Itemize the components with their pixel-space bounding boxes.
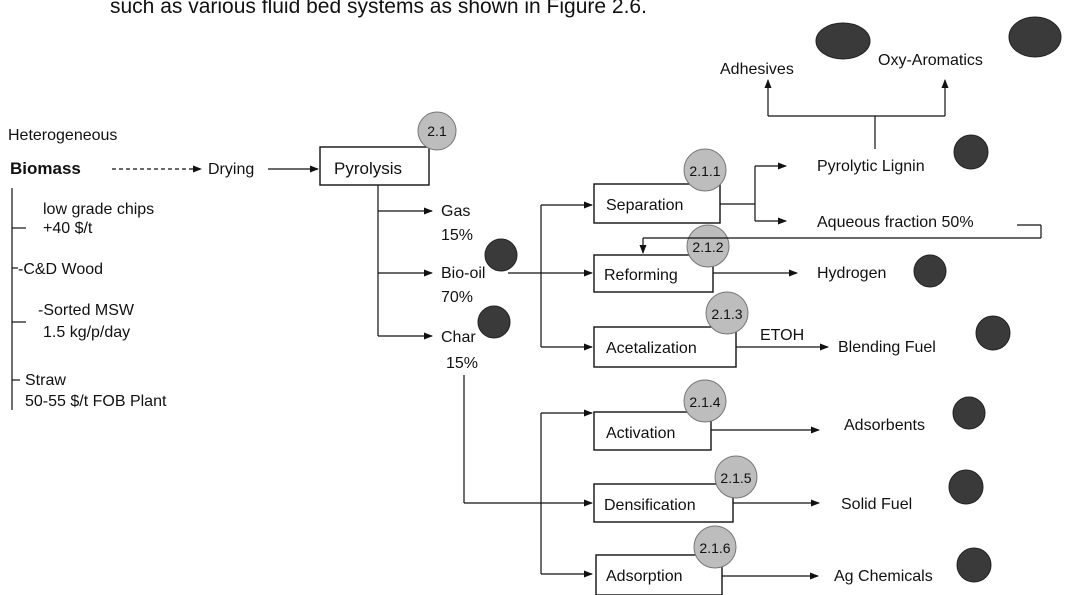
densification-label: Densification bbox=[604, 497, 696, 514]
badge-lignin-icon bbox=[953, 134, 989, 170]
product-ag-chemicals: Ag Chemicals bbox=[834, 568, 933, 585]
product-biooil-pct: 70% bbox=[441, 289, 473, 306]
activation-box bbox=[593, 411, 712, 451]
separation-label: Separation bbox=[606, 197, 683, 214]
product-oxy-aromatics: Oxy-Aromatics bbox=[878, 52, 983, 69]
feedstock-item: low grade chips bbox=[43, 201, 154, 218]
product-char-pct: 15% bbox=[446, 355, 478, 372]
feedstock-biomass-label: Biomass bbox=[10, 159, 81, 178]
densification-box bbox=[593, 483, 734, 523]
badge-adsorption bbox=[693, 525, 737, 569]
badge-acetalization-label: 2.1.3 bbox=[711, 306, 742, 322]
acetalization-box bbox=[593, 326, 737, 368]
badge-densification bbox=[714, 455, 758, 499]
badge-adsorbents-icon bbox=[952, 396, 986, 430]
badge-pyrolysis bbox=[417, 111, 457, 151]
activation-label: Activation bbox=[606, 425, 675, 442]
step-drying: Drying bbox=[208, 161, 254, 178]
product-gas: Gas bbox=[441, 203, 470, 220]
badge-densification-label: 2.1.5 bbox=[720, 470, 751, 486]
badge-activation bbox=[683, 379, 727, 423]
pyrolysis-label: Pyrolysis bbox=[334, 159, 402, 178]
feedstock-item-detail: +40 $/t bbox=[43, 220, 93, 237]
product-adhesives: Adhesives bbox=[720, 61, 794, 78]
feedstock-item-detail: 1.5 kg/p/day bbox=[43, 324, 130, 341]
product-char: Char bbox=[441, 329, 476, 346]
badge-adsorption-label: 2.1.6 bbox=[699, 540, 730, 556]
badge-hydrogen-icon bbox=[913, 254, 947, 288]
feedstock-item: -C&D Wood bbox=[18, 261, 103, 278]
product-pyrolytic-lignin: Pyrolytic Lignin bbox=[817, 158, 925, 175]
badge-reforming-label: 2.1.2 bbox=[692, 239, 723, 255]
product-biooil: Bio-oil bbox=[441, 265, 485, 282]
feedstock-item: -Sorted MSW bbox=[38, 302, 135, 319]
pyrolysis-box bbox=[319, 146, 430, 186]
badge-char-icon bbox=[477, 305, 511, 339]
badge-separation-label: 2.1.1 bbox=[689, 163, 720, 179]
product-adsorbents: Adsorbents bbox=[844, 417, 925, 434]
badge-ag-chemicals-icon bbox=[956, 547, 992, 583]
reforming-label: Reforming bbox=[604, 267, 678, 284]
product-gas-pct: 15% bbox=[441, 227, 473, 244]
feedstock-item: Straw bbox=[25, 372, 66, 389]
badge-pyrolysis-label: 2.1 bbox=[427, 123, 447, 139]
badge-solid-fuel-icon bbox=[948, 469, 984, 505]
product-aqueous-fraction: Aqueous fraction 50% bbox=[817, 214, 974, 231]
badge-acetalization bbox=[705, 291, 749, 335]
badge-oxy-aromatics-icon bbox=[1008, 16, 1062, 58]
acetalization-label: Acetalization bbox=[606, 340, 697, 357]
product-blending-fuel: Blending Fuel bbox=[838, 339, 936, 356]
badge-biooil-icon bbox=[484, 238, 518, 272]
product-solid-fuel: Solid Fuel bbox=[841, 496, 912, 513]
badge-reforming bbox=[686, 224, 730, 268]
badge-separation bbox=[683, 148, 727, 192]
badge-blending-fuel-icon bbox=[975, 315, 1011, 351]
feedstock-item-detail: 50-55 $/t FOB Plant bbox=[25, 393, 167, 410]
adsorption-label: Adsorption bbox=[606, 568, 683, 585]
badge-adhesives-icon bbox=[815, 22, 871, 60]
badge-activation-label: 2.1.4 bbox=[689, 394, 720, 410]
etoh-label: ETOH bbox=[760, 327, 804, 344]
header-caption: such as various fluid bed systems as sho… bbox=[110, 0, 647, 18]
product-hydrogen: Hydrogen bbox=[817, 265, 886, 282]
feedstock-title: Heterogeneous bbox=[8, 127, 117, 144]
